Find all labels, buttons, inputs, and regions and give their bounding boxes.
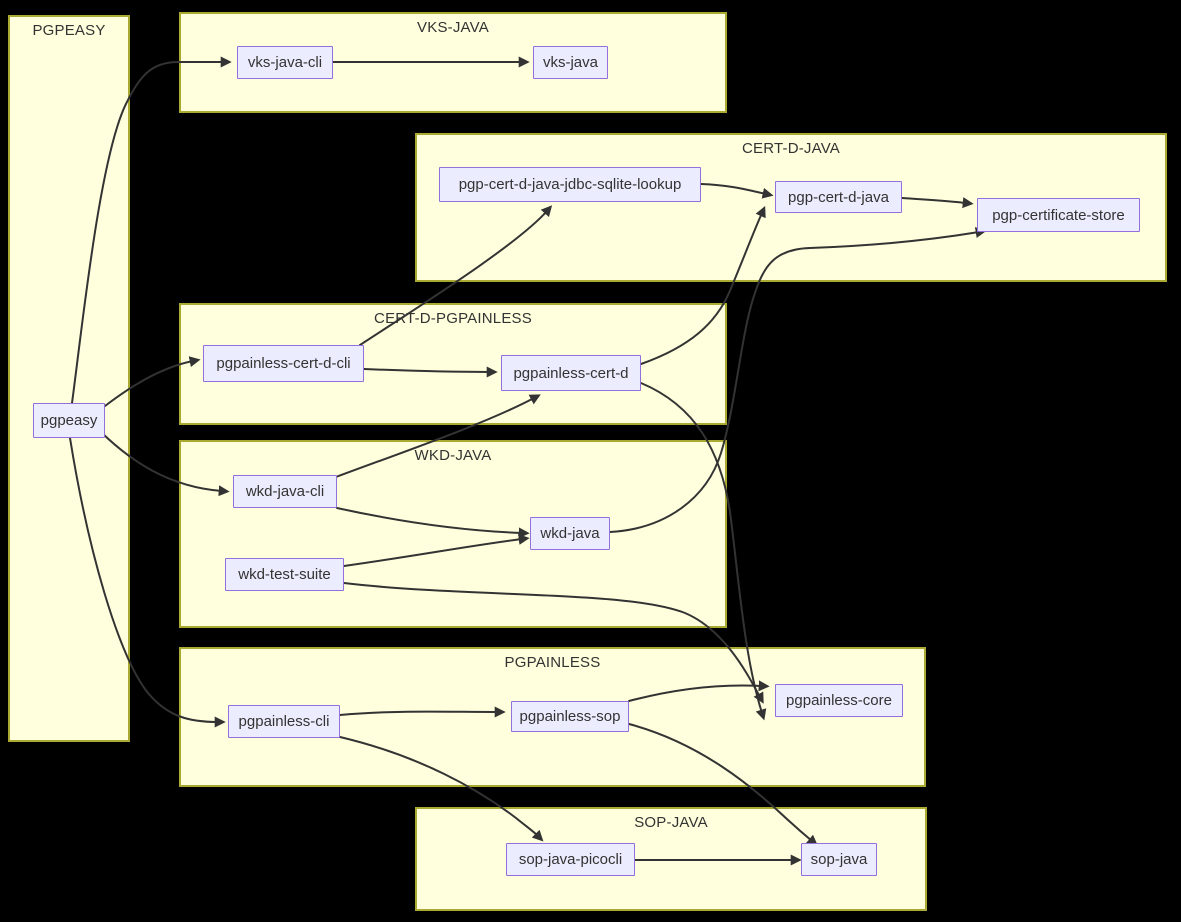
node-label: wkd-java [540, 525, 600, 542]
node-wkd-java-cli: wkd-java-cli [233, 475, 337, 508]
node-pgpainless-core: pgpainless-core [775, 684, 903, 717]
node-pgp-cert-d-java-jdbc-sqlite-lookup: pgp-cert-d-java-jdbc-sqlite-lookup [439, 167, 701, 202]
cluster-title: PGPAINLESS [504, 654, 601, 671]
node-label: wkd-java-cli [245, 483, 325, 500]
node-label: pgpainless-cert-d [513, 364, 629, 382]
cluster-title: PGPEASY [32, 22, 106, 39]
node-pgpeasy: pgpeasy [33, 403, 105, 438]
cluster-title: WKD-JAVA [414, 447, 492, 464]
cluster-wkd-java-group: WKD-JAVA [179, 440, 727, 628]
node-pgpainless-cert-d-cli: pgpainless-cert-d-cli [203, 345, 364, 382]
node-pgp-certificate-store: pgp-certificate-store [977, 198, 1140, 232]
node-label: vks-java [542, 54, 598, 71]
node-sop-java: sop-java [801, 843, 877, 876]
cluster-title: CERT-D-JAVA [741, 140, 841, 157]
node-wkd-test-suite: wkd-test-suite [225, 558, 344, 591]
node-sop-java-picocli: sop-java-picocli [506, 843, 635, 876]
node-vks-java-cli: vks-java-cli [237, 46, 333, 79]
node-label: pgp-cert-d-java-jdbc-sqlite-lookup [458, 176, 682, 193]
node-label: pgpainless-core [786, 692, 892, 709]
cluster-pgpeasy-group: PGPEASY [8, 15, 130, 742]
node-pgpainless-sop: pgpainless-sop [511, 701, 629, 732]
node-label: vks-java-cli [247, 54, 323, 71]
node-pgpainless-cert-d: pgpainless-cert-d [501, 355, 641, 391]
cluster-title: SOP-JAVA [634, 814, 708, 831]
node-label: pgpainless-cert-d-cli [216, 355, 351, 372]
cluster-title: VKS-JAVA [417, 19, 489, 36]
node-pgpainless-cli: pgpainless-cli [228, 705, 340, 738]
cluster-title: CERT-D-PGPAINLESS [374, 310, 532, 327]
node-label: pgpeasy [40, 412, 98, 429]
node-label: pgpainless-cli [238, 713, 330, 730]
node-label: wkd-test-suite [238, 566, 331, 583]
node-label: sop-java-picocli [518, 851, 623, 868]
node-vks-java: vks-java [533, 46, 608, 79]
node-label: pgpainless-sop [519, 708, 621, 725]
node-label: pgp-cert-d-java [788, 188, 889, 206]
node-wkd-java: wkd-java [530, 517, 610, 550]
node-label: sop-java [810, 851, 868, 868]
node-pgp-cert-d-java: pgp-cert-d-java [775, 181, 902, 213]
node-label: pgp-certificate-store [992, 206, 1125, 224]
